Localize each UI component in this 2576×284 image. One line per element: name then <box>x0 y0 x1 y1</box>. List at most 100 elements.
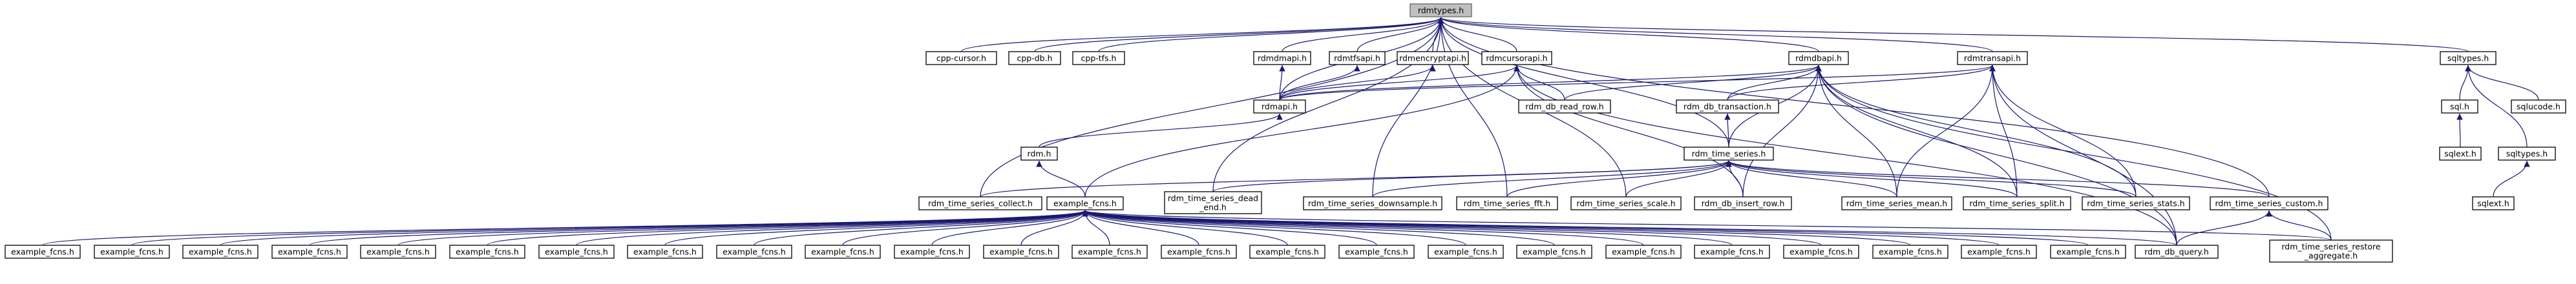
edge-sqltypes2-to-sqltypes <box>2465 65 2528 148</box>
node-ex11[interactable]: example_fcns.h <box>894 245 970 259</box>
edge-ts-deadend-to-time-series <box>1212 160 1732 192</box>
node-box <box>1605 245 1682 259</box>
node-label: cpp-db.h <box>1017 54 1052 63</box>
node-ex7[interactable]: example_fcns.h <box>538 245 615 259</box>
node-ex9[interactable]: example_fcns.h <box>716 245 792 259</box>
node-ex2[interactable]: example_fcns.h <box>94 245 170 259</box>
node-ex13[interactable]: example_fcns.h <box>1072 245 1148 259</box>
edge-ex1-to-example-top <box>42 210 1088 246</box>
node-rdmtfsapi[interactable]: rdmtfsapi.h <box>1329 51 1386 65</box>
edge-ts-deadend-to-rdmtypes <box>1212 17 1444 192</box>
node-cpp-db[interactable]: cpp-db.h <box>1008 51 1061 65</box>
node-box <box>1303 196 1442 210</box>
node-label: example_fcns.h <box>456 247 519 257</box>
node-db-query[interactable]: rdm_db_query.h <box>2135 245 2219 259</box>
node-label: example_fcns.h <box>811 247 874 257</box>
node-ex15[interactable]: example_fcns.h <box>1249 245 1325 259</box>
node-ts-restore[interactable]: rdm_time_series_restore_aggregate.h <box>2269 239 2393 263</box>
node-box <box>1694 196 1792 210</box>
node-label: example_fcns.h <box>1612 247 1675 257</box>
node-box <box>1963 196 2071 210</box>
node-label: example_fcns.h <box>1345 247 1408 257</box>
node-label: rdm_time_series_dead <box>1168 194 1258 203</box>
node-rdm[interactable]: rdm.h <box>1020 147 1058 161</box>
node-ex24[interactable]: example_fcns.h <box>2050 245 2126 259</box>
node-sqltypes[interactable]: sqltypes.h <box>2440 51 2497 65</box>
node-box <box>1516 245 1592 259</box>
node-rdmdbapi[interactable]: rdmdbapi.h <box>1788 51 1849 65</box>
node-box <box>1788 51 1849 65</box>
node-label: rdm_time_series.h <box>1692 149 1766 159</box>
node-ex20[interactable]: example_fcns.h <box>1694 245 1770 259</box>
node-box <box>1253 99 1306 114</box>
node-label: example_fcns.h <box>1256 247 1319 257</box>
edge-ts-restore-to-example-top <box>1082 210 2332 241</box>
edge-db-transaction-to-rdmdbapi <box>1727 65 1822 101</box>
node-ts-fft[interactable]: rdm_time_series_fft.h <box>1456 196 1558 210</box>
node-rdmtypes[interactable]: rdmtypes.h <box>1409 3 1472 17</box>
node-ex3[interactable]: example_fcns.h <box>182 245 259 259</box>
node-ex23[interactable]: example_fcns.h <box>1961 245 2037 259</box>
node-sqlext-right[interactable]: sqlext.h <box>2472 196 2515 210</box>
node-box <box>1161 245 1237 259</box>
edge-sqltypes-to-rdmtypes <box>1438 17 2469 52</box>
node-read-row[interactable]: rdm_db_read_row.h <box>1518 99 1611 114</box>
node-ex12[interactable]: example_fcns.h <box>983 245 1059 259</box>
node-cpp-cursor[interactable]: cpp-cursor.h <box>925 51 997 65</box>
node-cpp-tfs[interactable]: cpp-tfs.h <box>1072 51 1125 65</box>
node-ex18[interactable]: example_fcns.h <box>1516 245 1592 259</box>
node-ex21[interactable]: example_fcns.h <box>1783 245 1859 259</box>
node-box <box>1046 196 1124 210</box>
node-rdmdmapi[interactable]: rdmdmapi.h <box>1253 51 1311 65</box>
node-ts-split[interactable]: rdm_time_series_split.h <box>1963 196 2071 210</box>
edge-sqlext-right-to-sqltypes2 <box>2493 160 2530 198</box>
node-box <box>894 245 970 259</box>
node-ex16[interactable]: example_fcns.h <box>1338 245 1415 259</box>
node-ts-stats[interactable]: rdm_time_series_stats.h <box>2082 196 2190 210</box>
node-sqltypes2[interactable]: sqltypes.h <box>2498 147 2556 161</box>
node-ex19[interactable]: example_fcns.h <box>1605 245 1682 259</box>
node-ts-deadend[interactable]: rdm_time_series_dead_end.h <box>1164 191 1262 214</box>
node-ts-custom[interactable]: rdm_time_series_custom.h <box>2210 196 2328 210</box>
node-sqlucode[interactable]: sqlucode.h <box>2511 99 2566 114</box>
edge-insert-row-to-rdmcursorapi <box>1514 65 1744 198</box>
node-ts-scale[interactable]: rdm_time_series_scale.h <box>1570 196 1682 210</box>
node-example-top[interactable]: example_fcns.h <box>1046 196 1124 210</box>
node-box <box>925 51 997 65</box>
node-ex5[interactable]: example_fcns.h <box>360 245 436 259</box>
node-box <box>1872 245 1948 259</box>
node-box <box>1841 196 1952 210</box>
node-ex17[interactable]: example_fcns.h <box>1428 245 1504 259</box>
node-box <box>1428 245 1504 259</box>
node-rdmtransapi[interactable]: rdmtransapi.h <box>1957 51 2028 65</box>
node-sql[interactable]: sql.h <box>2441 99 2478 114</box>
node-label: sqltypes.h <box>2447 54 2489 63</box>
node-ex1[interactable]: example_fcns.h <box>5 245 81 259</box>
node-ex10[interactable]: example_fcns.h <box>805 245 881 259</box>
node-label: example_fcns.h <box>1078 247 1141 257</box>
edge-ex23-to-example-top <box>1082 210 2000 246</box>
edge-ex14-to-example-top <box>1082 210 1199 246</box>
node-rdmapi[interactable]: rdmapi.h <box>1253 99 1306 114</box>
edge-ex20-to-example-top <box>1082 210 1733 246</box>
edge-example-top-to-rdmcursorapi <box>1084 65 1520 198</box>
node-ex4[interactable]: example_fcns.h <box>271 245 348 259</box>
node-ex14[interactable]: example_fcns.h <box>1161 245 1237 259</box>
node-rdmcursorapi[interactable]: rdmcursorapi.h <box>1481 51 1552 65</box>
node-sqlext-left[interactable]: sqlext.h <box>2439 147 2482 161</box>
node-ts-downsample[interactable]: rdm_time_series_downsample.h <box>1303 196 1442 210</box>
edge-ts-downsample-to-time-series <box>1372 160 1732 198</box>
node-box <box>1329 51 1386 65</box>
node-time-series[interactable]: rdm_time_series.h <box>1684 147 1774 161</box>
node-ex8[interactable]: example_fcns.h <box>627 245 703 259</box>
edge-ts-fft-to-time-series <box>1506 160 1732 198</box>
node-ts-mean[interactable]: rdm_time_series_mean.h <box>1841 196 1952 210</box>
node-insert-row[interactable]: rdm_db_insert_row.h <box>1694 196 1792 210</box>
node-ex6[interactable]: example_fcns.h <box>449 245 525 259</box>
edge-ts-stats-to-rdmdbapi <box>1815 65 2137 198</box>
node-ts-collect[interactable]: rdm_time_series_collect.h <box>918 196 1042 210</box>
node-db-transaction[interactable]: rdm_db_transaction.h <box>1676 99 1779 114</box>
node-ex22[interactable]: example_fcns.h <box>1872 245 1948 259</box>
edge-ex18-to-example-top <box>1082 210 1555 246</box>
node-rdmencryptapi[interactable]: rdmencryptapi.h <box>1397 51 1469 65</box>
